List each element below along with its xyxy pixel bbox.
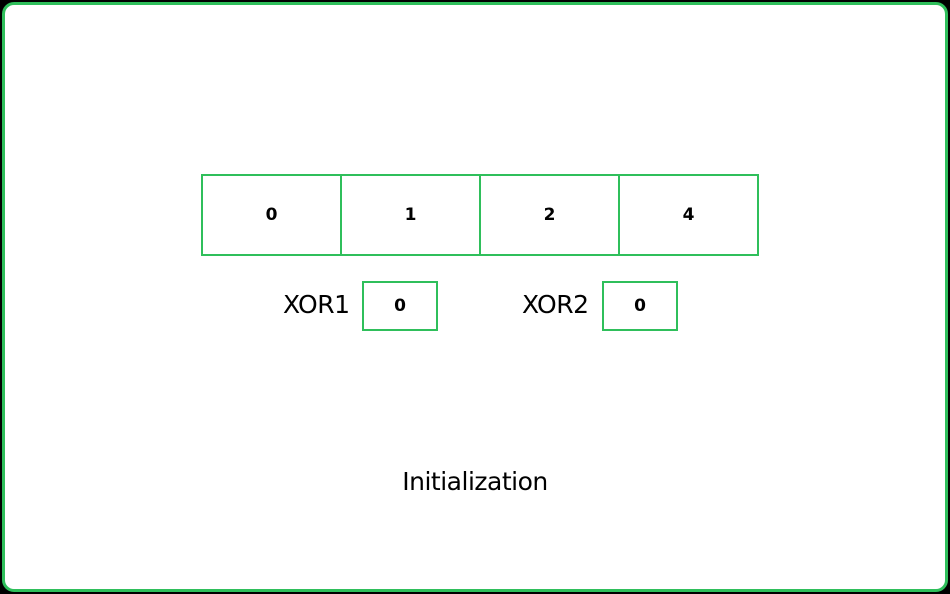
array-cell-1: 1 [340,174,481,256]
step-caption: Initialization [402,467,548,496]
xor2-label: XOR2 [522,290,589,319]
xor1-value-box: 0 [362,281,438,331]
xor2-value-box: 0 [602,281,678,331]
array-cell-3: 4 [618,174,759,256]
array-cell-0: 0 [201,174,342,256]
array-cell-2: 2 [479,174,620,256]
xor1-label: XOR1 [283,290,350,319]
array: 0 1 2 4 [201,174,759,256]
